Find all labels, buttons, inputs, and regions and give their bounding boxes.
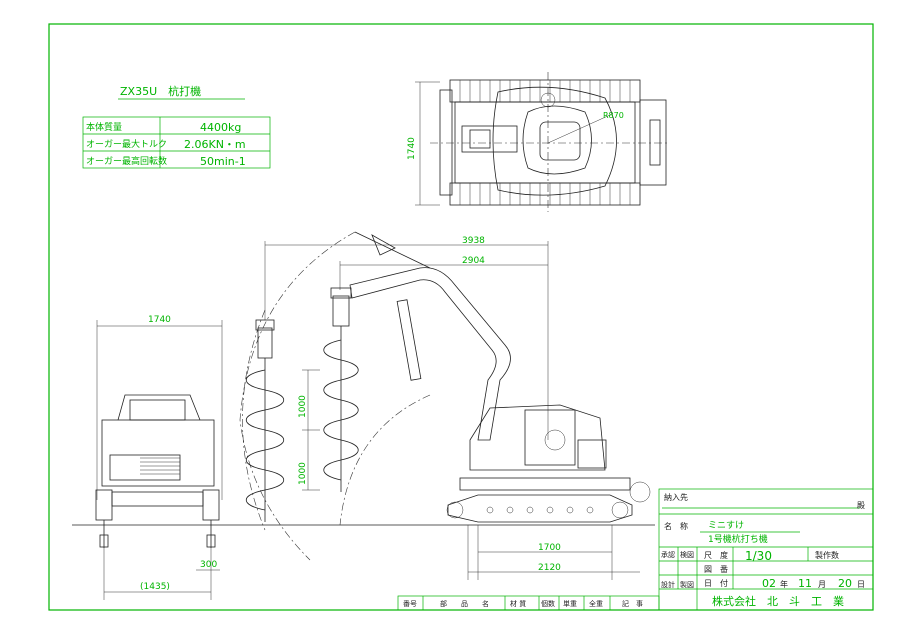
date-month-unit: 月 [818, 580, 826, 589]
dim-top-width: 1740 [407, 137, 417, 160]
dim-swing-radius: R870 [603, 111, 624, 120]
sheet-border [48, 23, 874, 611]
scale-value: 1/30 [745, 549, 772, 563]
name-label: 名 称 [664, 521, 688, 531]
spec-value-torque: 2.06KN・m [184, 138, 246, 151]
name-line2: 1号機杭打ち機 [708, 533, 768, 545]
scale-label: 尺 度 [704, 550, 728, 560]
design-label: 設計 [661, 580, 675, 589]
customer-label: 納入先 [664, 492, 688, 502]
dim-front-shoe: 300 [200, 560, 217, 570]
date-day: 20 [838, 577, 852, 590]
spec-label-mass: 本体質量 [86, 121, 122, 133]
top-view: 1740 [407, 72, 670, 212]
dim-auger-lower: 1000 [298, 462, 308, 485]
parts-col-name: 部 品 名 [440, 599, 489, 608]
date-day-unit: 日 [857, 580, 865, 589]
dim-front-width: 1740 [148, 315, 171, 325]
customer-suffix: 殿 [857, 501, 865, 510]
date-month: 11 [798, 577, 812, 590]
dim-front-track: (1435) [140, 582, 170, 592]
parts-col-qty: 個数 [541, 599, 555, 608]
dim-track-length: 1700 [538, 543, 561, 553]
parts-col-total-weight: 全重 [589, 599, 603, 608]
spec-value-mass: 4400kg [200, 121, 241, 134]
parts-list-header: 番号 部 品 名 材 質 個数 単重 全重 記 事 [397, 595, 660, 611]
date-year: 02 [762, 577, 776, 590]
date-year-unit: 年 [780, 579, 788, 589]
side-view: 3938 2904 1000 1000 [239, 231, 651, 580]
spec-label-speed: オーガー最高回転数 [86, 155, 167, 167]
spec-block: ZX35U 杭打機 本体質量 4400kg オーガー最大トルク 2.06KN・m… [82, 84, 271, 169]
company-name: 株式会社 北 斗 工 業 [712, 594, 844, 608]
drawing-title: ZX35U 杭打機 [120, 84, 201, 98]
front-view: 1740 (1435) 300 [95, 315, 223, 600]
parts-col-unit-weight: 単重 [563, 599, 577, 608]
date-label: 日 付 [704, 578, 728, 588]
approve-label: 承認 [661, 550, 675, 559]
title-block: 納入先 殿 名 称 ミニすけ 1号機杭打ち機 承認 検図 尺 度 1/30 製作… [658, 488, 874, 611]
dim-reach-min: 2904 [462, 256, 485, 266]
name-line1: ミニすけ [708, 520, 744, 531]
spec-label-torque: オーガー最大トルク [86, 138, 167, 150]
dim-auger-upper: 1000 [298, 395, 308, 418]
parts-col-material: 材 質 [510, 599, 526, 608]
dim-reach-max: 3938 [462, 236, 485, 246]
maker-label: 製作数 [815, 550, 839, 560]
parts-col-no: 番号 [403, 600, 417, 608]
dim-overall-length: 2120 [538, 563, 561, 573]
spec-value-speed: 50min-1 [200, 155, 246, 168]
drafter-label: 製図 [680, 580, 694, 589]
check-label: 検図 [680, 550, 694, 559]
drawing-no-label: 図 番 [704, 564, 728, 574]
parts-col-remarks: 記 事 [622, 599, 643, 608]
